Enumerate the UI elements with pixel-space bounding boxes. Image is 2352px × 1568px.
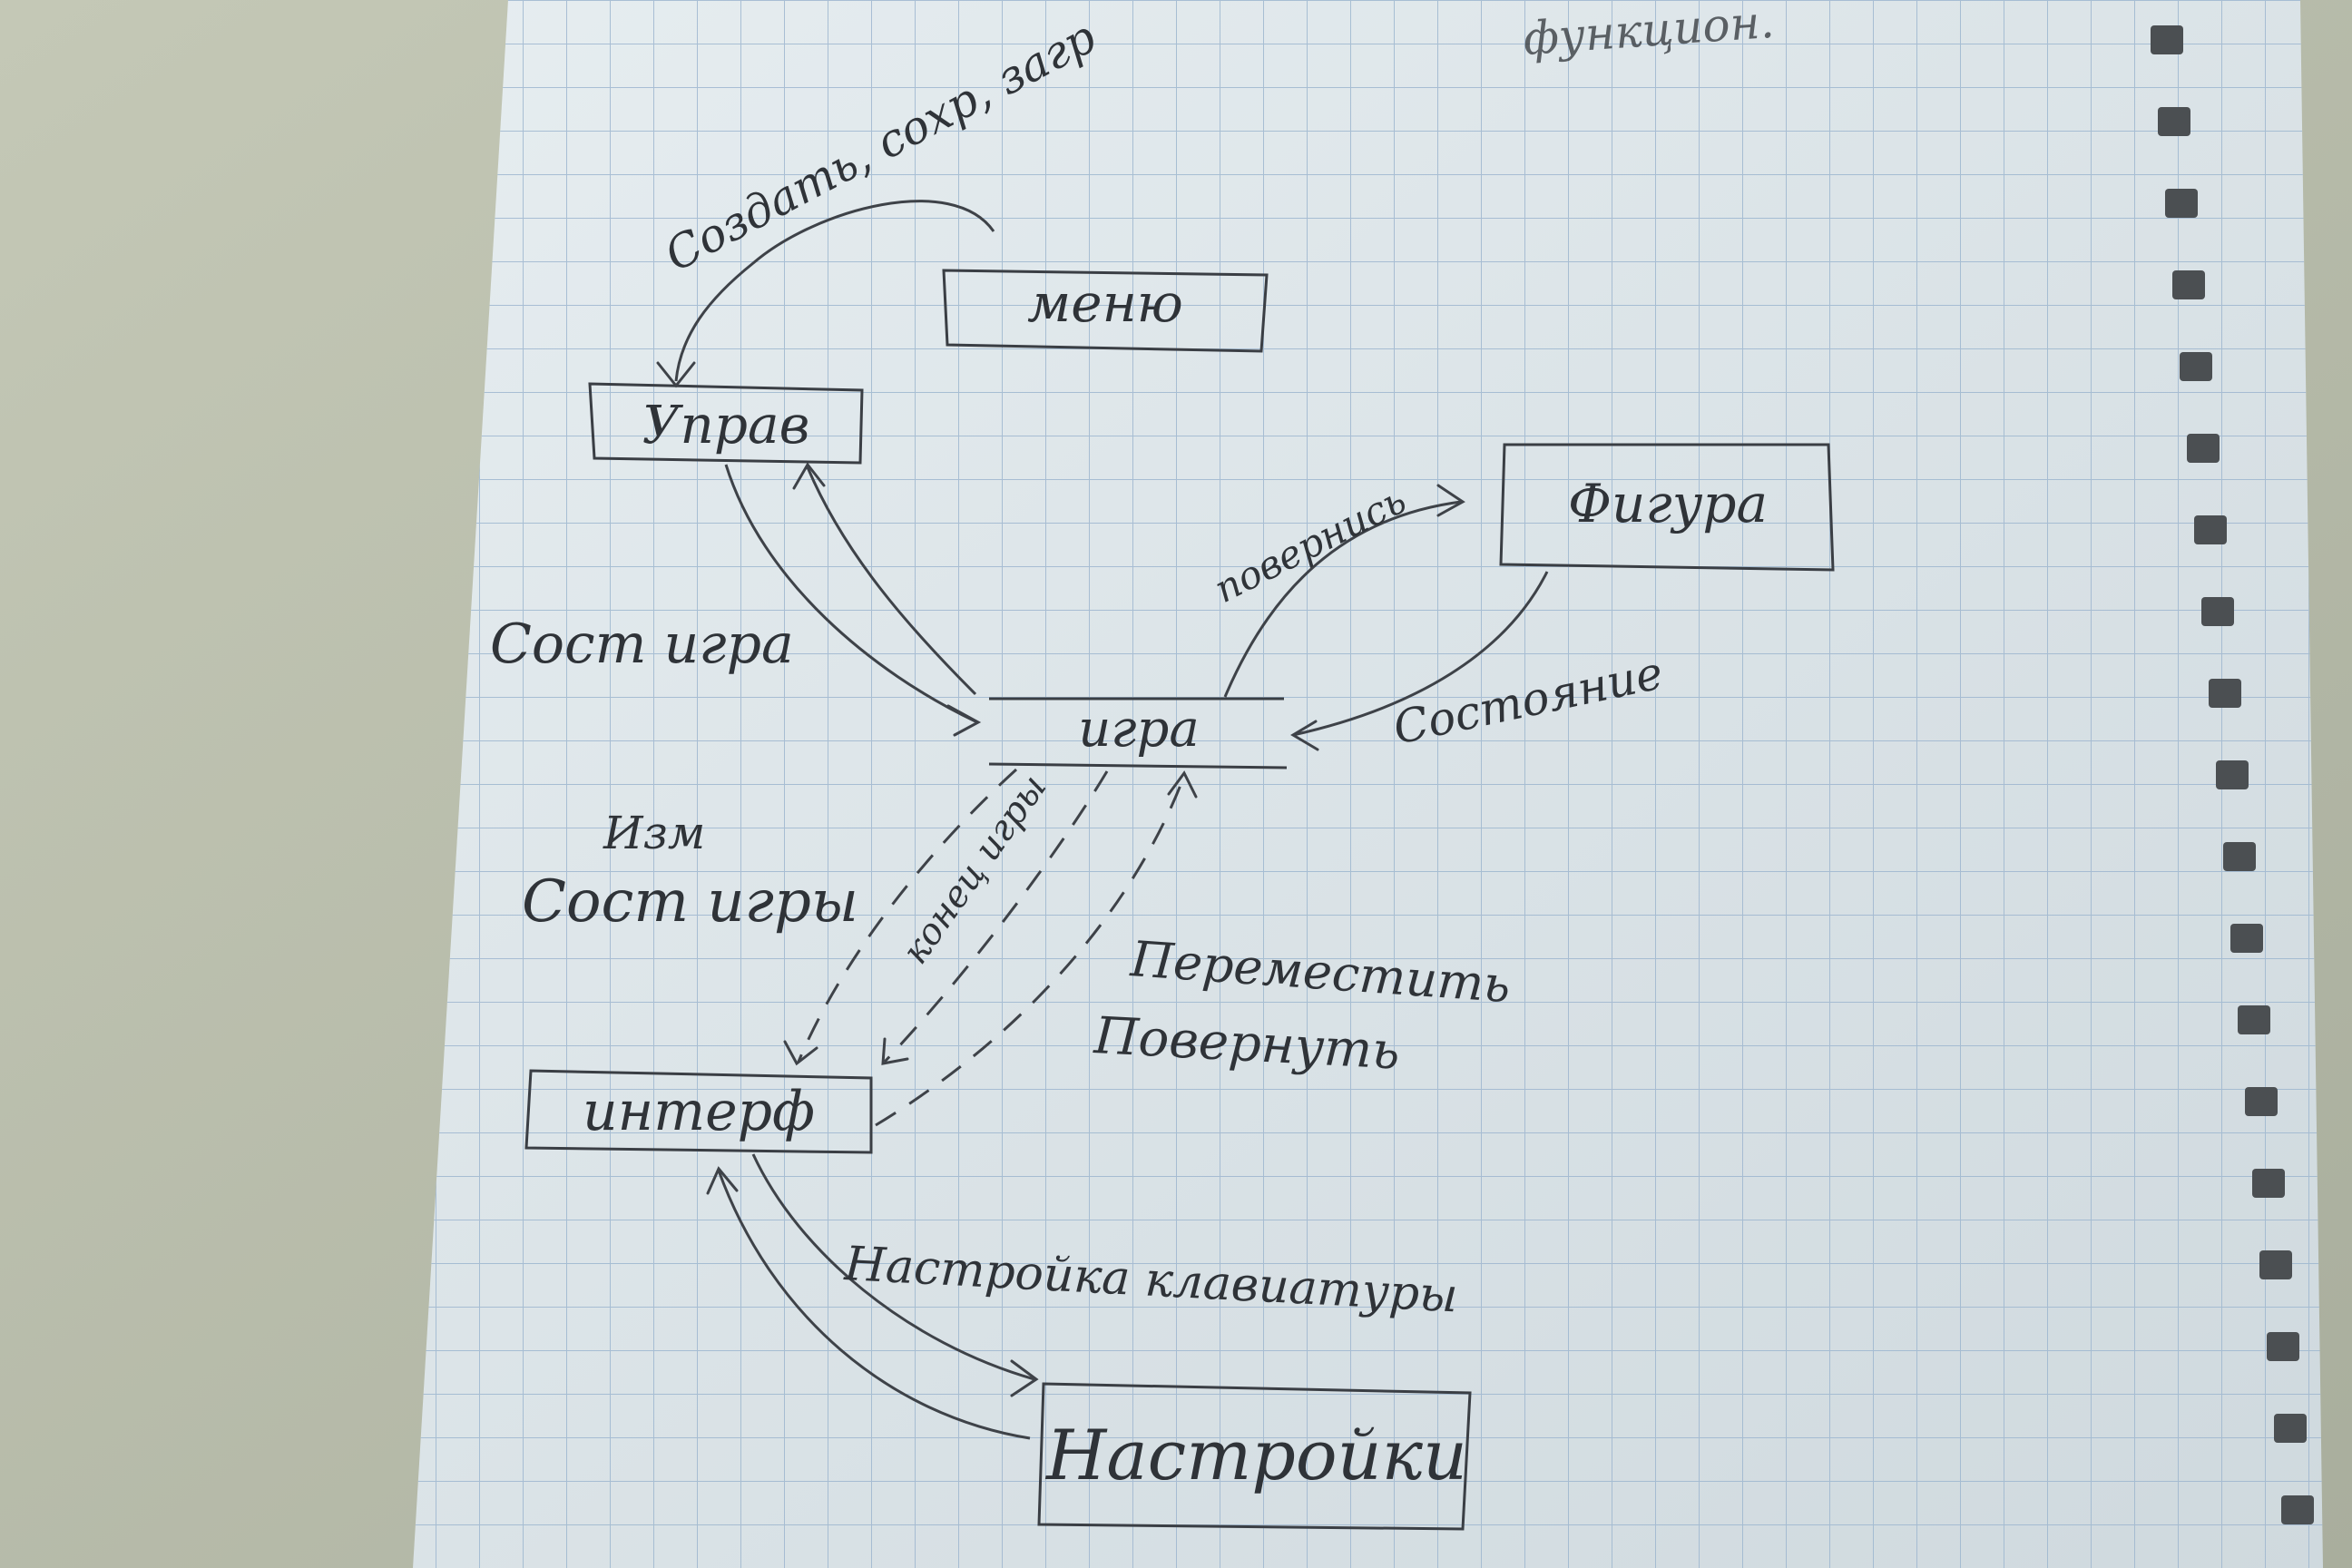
node-menu-label: меню [1027, 272, 1183, 334]
edge-label-game-to-interface-line1: Изм [603, 807, 705, 859]
spiral-hole [2267, 1332, 2299, 1361]
spiral-hole [2209, 679, 2241, 708]
node-control: Управ [588, 382, 864, 465]
spiral-hole [2201, 597, 2234, 626]
spiral-hole [2230, 924, 2263, 953]
spiral-hole [2151, 25, 2183, 54]
spiral-hole [2216, 760, 2249, 789]
node-game-label: игра [1078, 700, 1200, 759]
spiral-hole [2158, 107, 2190, 136]
spiral-hole [2274, 1414, 2307, 1443]
edge-label-game-to-interface-line2: Сост игры [522, 868, 858, 936]
node-game: игра [988, 697, 1288, 769]
node-figure-label: Фигура [1568, 473, 1768, 534]
node-interface: интерф [524, 1069, 873, 1154]
notebook-page [413, 0, 2323, 1568]
spiral-hole [2238, 1005, 2270, 1034]
edge-game-to-figure [1223, 484, 1465, 698]
spiral-hole [2165, 189, 2198, 218]
edge-game-to-interface-2 [881, 770, 1109, 1065]
spiral-hole [2172, 270, 2205, 299]
edge-label-control-to-game: Сост игра [490, 612, 794, 676]
spiral-hole [2259, 1250, 2292, 1279]
spiral-hole [2245, 1087, 2278, 1116]
spiral-hole [2281, 1495, 2314, 1524]
edge-interface-to-settings [706, 1153, 1039, 1440]
node-figure: Фигура [1499, 443, 1835, 572]
node-settings: Настройки [1037, 1382, 1472, 1531]
spiral-hole [2187, 434, 2220, 463]
spiral-binding [2151, 25, 2314, 1524]
edge-game-to-interface [783, 768, 1018, 1066]
edge-menu-to-control [656, 200, 995, 388]
edge-control-to-game [724, 462, 982, 737]
edge-interface-to-game [875, 770, 1198, 1127]
spiral-hole [2252, 1169, 2285, 1198]
node-menu: меню [942, 269, 1269, 353]
spiral-hole [2180, 352, 2212, 381]
node-control-label: Управ [642, 394, 810, 456]
node-settings-label: Настройки [1044, 1415, 1467, 1495]
spiral-hole [2223, 842, 2256, 871]
node-interface-label: интерф [583, 1080, 815, 1143]
spiral-hole [2194, 515, 2227, 544]
edge-figure-to-game [1290, 571, 1549, 751]
